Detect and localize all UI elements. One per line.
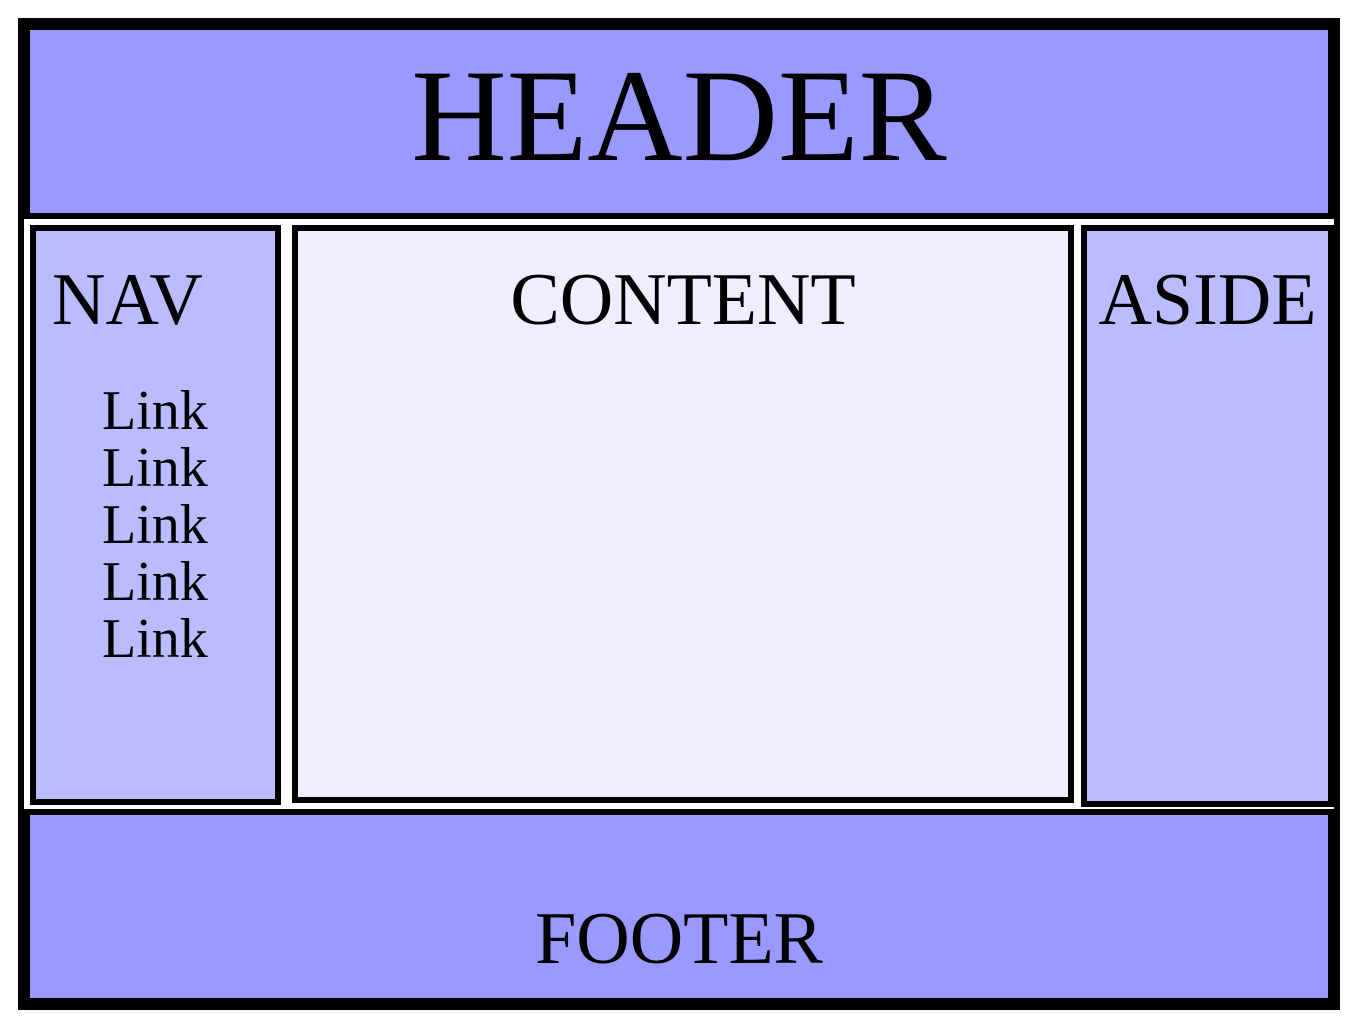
header-label: HEADER bbox=[411, 41, 947, 189]
content-label: CONTENT bbox=[510, 259, 856, 341]
header-region: HEADER bbox=[24, 24, 1334, 219]
nav-label: NAV bbox=[52, 259, 203, 341]
nav-link-item[interactable]: Link bbox=[102, 380, 208, 442]
middle-band: NAV Link Link Link Link Link CONTENT ASI… bbox=[24, 219, 1334, 816]
footer-label: FOOTER bbox=[535, 898, 823, 980]
content-region: CONTENT bbox=[292, 225, 1074, 803]
nav-link-item[interactable]: Link bbox=[102, 551, 208, 613]
nav-link-item[interactable]: Link bbox=[102, 437, 208, 499]
nav-link-item[interactable]: Link bbox=[102, 608, 208, 670]
page-layout-diagram: HEADER NAV Link Link Link Link Link CONT… bbox=[18, 18, 1340, 1010]
nav-link-list: Link Link Link Link Link bbox=[102, 383, 208, 668]
nav-region: NAV Link Link Link Link Link bbox=[30, 225, 281, 805]
footer-region: FOOTER bbox=[24, 809, 1334, 1004]
aside-label: ASIDE bbox=[1098, 259, 1317, 341]
nav-link-item[interactable]: Link bbox=[102, 494, 208, 556]
aside-region: ASIDE bbox=[1081, 225, 1334, 807]
